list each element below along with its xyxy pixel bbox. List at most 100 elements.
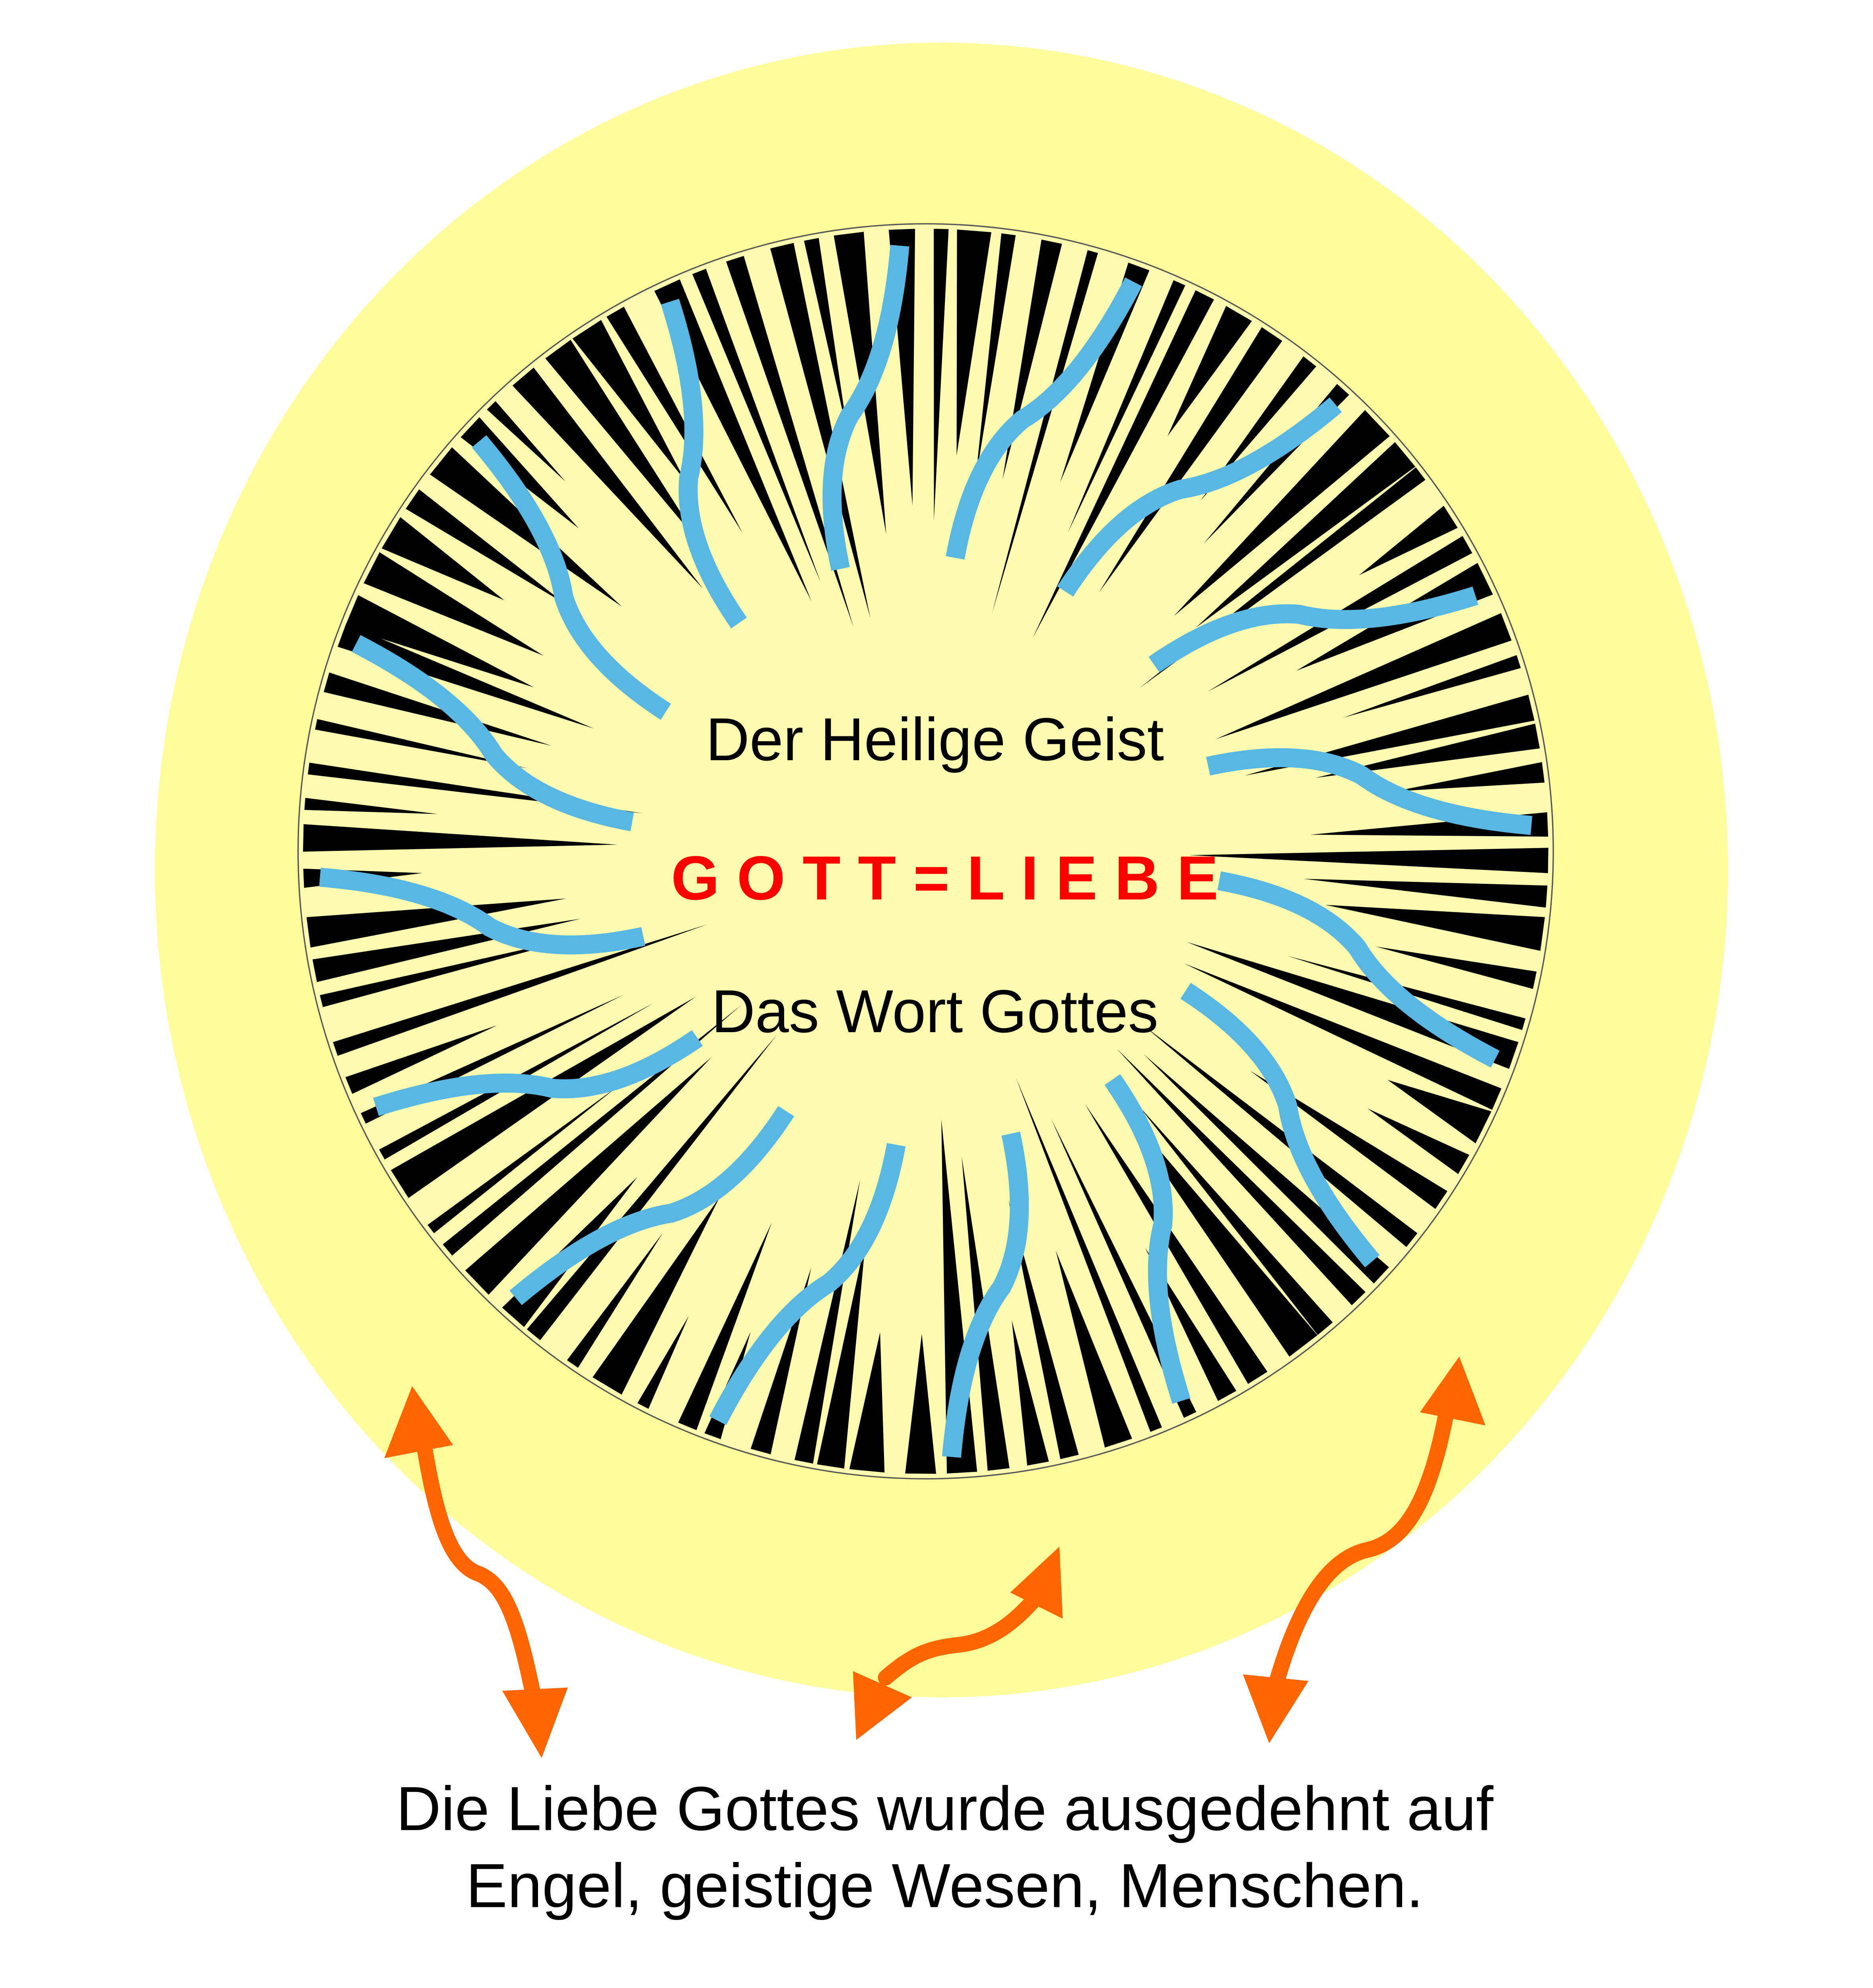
ray bbox=[1016, 1077, 1162, 1432]
blue-waves bbox=[319, 245, 1533, 1458]
ray bbox=[1359, 506, 1458, 575]
ray bbox=[303, 824, 618, 852]
ray bbox=[315, 719, 528, 769]
arrowhead-icon bbox=[384, 1386, 453, 1458]
ray bbox=[956, 229, 991, 456]
ray bbox=[975, 233, 1016, 482]
ray bbox=[306, 898, 566, 948]
blue-wave bbox=[1104, 1074, 1191, 1404]
ray bbox=[333, 924, 708, 1056]
ray bbox=[1060, 262, 1150, 483]
blue-wave bbox=[1057, 397, 1342, 597]
ray bbox=[567, 1233, 663, 1368]
ray bbox=[430, 447, 622, 607]
ray bbox=[512, 367, 703, 588]
ray bbox=[427, 1086, 618, 1233]
ray bbox=[363, 552, 544, 656]
ray bbox=[465, 1057, 711, 1295]
arrowhead-icon bbox=[502, 1687, 568, 1758]
god-equals-love-label: G O T T = L I E B E bbox=[671, 843, 1218, 913]
blue-wave bbox=[942, 1132, 1029, 1458]
ray bbox=[545, 340, 703, 547]
double-headed-curved-arrow-middle bbox=[878, 1581, 1051, 1686]
double-headed-curved-arrow-left bbox=[412, 1414, 543, 1712]
ray bbox=[1139, 1106, 1333, 1335]
ray bbox=[1008, 1200, 1079, 1459]
ray bbox=[770, 243, 870, 618]
ray bbox=[337, 623, 594, 729]
ray bbox=[1174, 410, 1390, 616]
blue-wave bbox=[946, 277, 1142, 560]
ray bbox=[324, 672, 552, 746]
ray bbox=[487, 401, 565, 481]
ray bbox=[1183, 963, 1502, 1110]
ray bbox=[606, 307, 743, 533]
arrows bbox=[412, 1388, 1457, 1712]
ray bbox=[1250, 1071, 1447, 1209]
ray bbox=[1117, 1048, 1366, 1305]
ray bbox=[804, 238, 848, 435]
ray bbox=[1367, 1108, 1469, 1174]
ray bbox=[1395, 762, 1545, 792]
ray bbox=[905, 1334, 936, 1474]
ray bbox=[304, 798, 438, 814]
blue-wave bbox=[661, 299, 747, 629]
ray bbox=[1196, 442, 1416, 628]
holy-spirit-label: Der Heilige Geist bbox=[706, 706, 1164, 773]
ray bbox=[817, 1239, 866, 1469]
ray bbox=[1145, 1248, 1237, 1401]
ray bbox=[692, 268, 821, 583]
caption-line-1: Die Liebe Gottes wurde ausgedehnt auf bbox=[396, 1774, 1494, 1844]
ray bbox=[1189, 848, 1549, 873]
ray bbox=[849, 1332, 885, 1473]
ray bbox=[1068, 280, 1185, 533]
blue-wave bbox=[352, 635, 634, 831]
ray bbox=[1144, 1026, 1418, 1247]
arrowhead-icon bbox=[853, 1671, 912, 1740]
ray bbox=[1216, 613, 1512, 740]
ray bbox=[345, 1025, 497, 1094]
ray bbox=[391, 997, 696, 1198]
word-of-god-label: Das Wort Gottes bbox=[711, 978, 1158, 1045]
ray bbox=[726, 256, 854, 627]
ray bbox=[381, 517, 504, 600]
arrowheads bbox=[384, 1356, 1486, 1758]
ray bbox=[320, 935, 588, 1008]
blue-wave bbox=[1206, 748, 1533, 835]
ray bbox=[1376, 946, 1537, 989]
rays bbox=[303, 229, 1549, 1474]
double-headed-curved-arrow-right bbox=[1264, 1388, 1457, 1705]
ray bbox=[406, 489, 566, 604]
ray bbox=[1085, 1104, 1268, 1384]
inner-disc bbox=[297, 223, 1554, 1479]
arrowhead-icon bbox=[1243, 1674, 1309, 1743]
blue-wave bbox=[1217, 871, 1500, 1068]
blue-wave bbox=[319, 868, 645, 955]
blue-wave bbox=[373, 1030, 703, 1116]
blue-wave bbox=[1148, 586, 1479, 673]
arrowhead-icon bbox=[1420, 1356, 1486, 1425]
ray bbox=[527, 1035, 777, 1340]
blue-wave bbox=[709, 1143, 906, 1425]
blue-wave bbox=[472, 435, 671, 720]
blue-wave bbox=[1180, 982, 1380, 1268]
ray bbox=[795, 1179, 860, 1464]
ray bbox=[345, 595, 534, 687]
caption-line-2: Engel, geistige Wesen, Menschen. bbox=[466, 1851, 1424, 1920]
arrowhead-icon bbox=[1010, 1546, 1063, 1619]
ray bbox=[934, 229, 949, 521]
ray bbox=[1315, 724, 1540, 778]
ray bbox=[1099, 327, 1282, 592]
blue-wave bbox=[509, 1106, 795, 1305]
ray bbox=[572, 320, 685, 481]
ray bbox=[1387, 1080, 1492, 1143]
ray bbox=[1033, 290, 1214, 638]
ray bbox=[1303, 879, 1548, 908]
ray bbox=[593, 1197, 720, 1395]
ray bbox=[1144, 1054, 1389, 1284]
ray bbox=[992, 250, 1098, 613]
ray bbox=[1012, 1320, 1049, 1466]
ray bbox=[1167, 306, 1252, 437]
blue-wave bbox=[822, 245, 909, 571]
